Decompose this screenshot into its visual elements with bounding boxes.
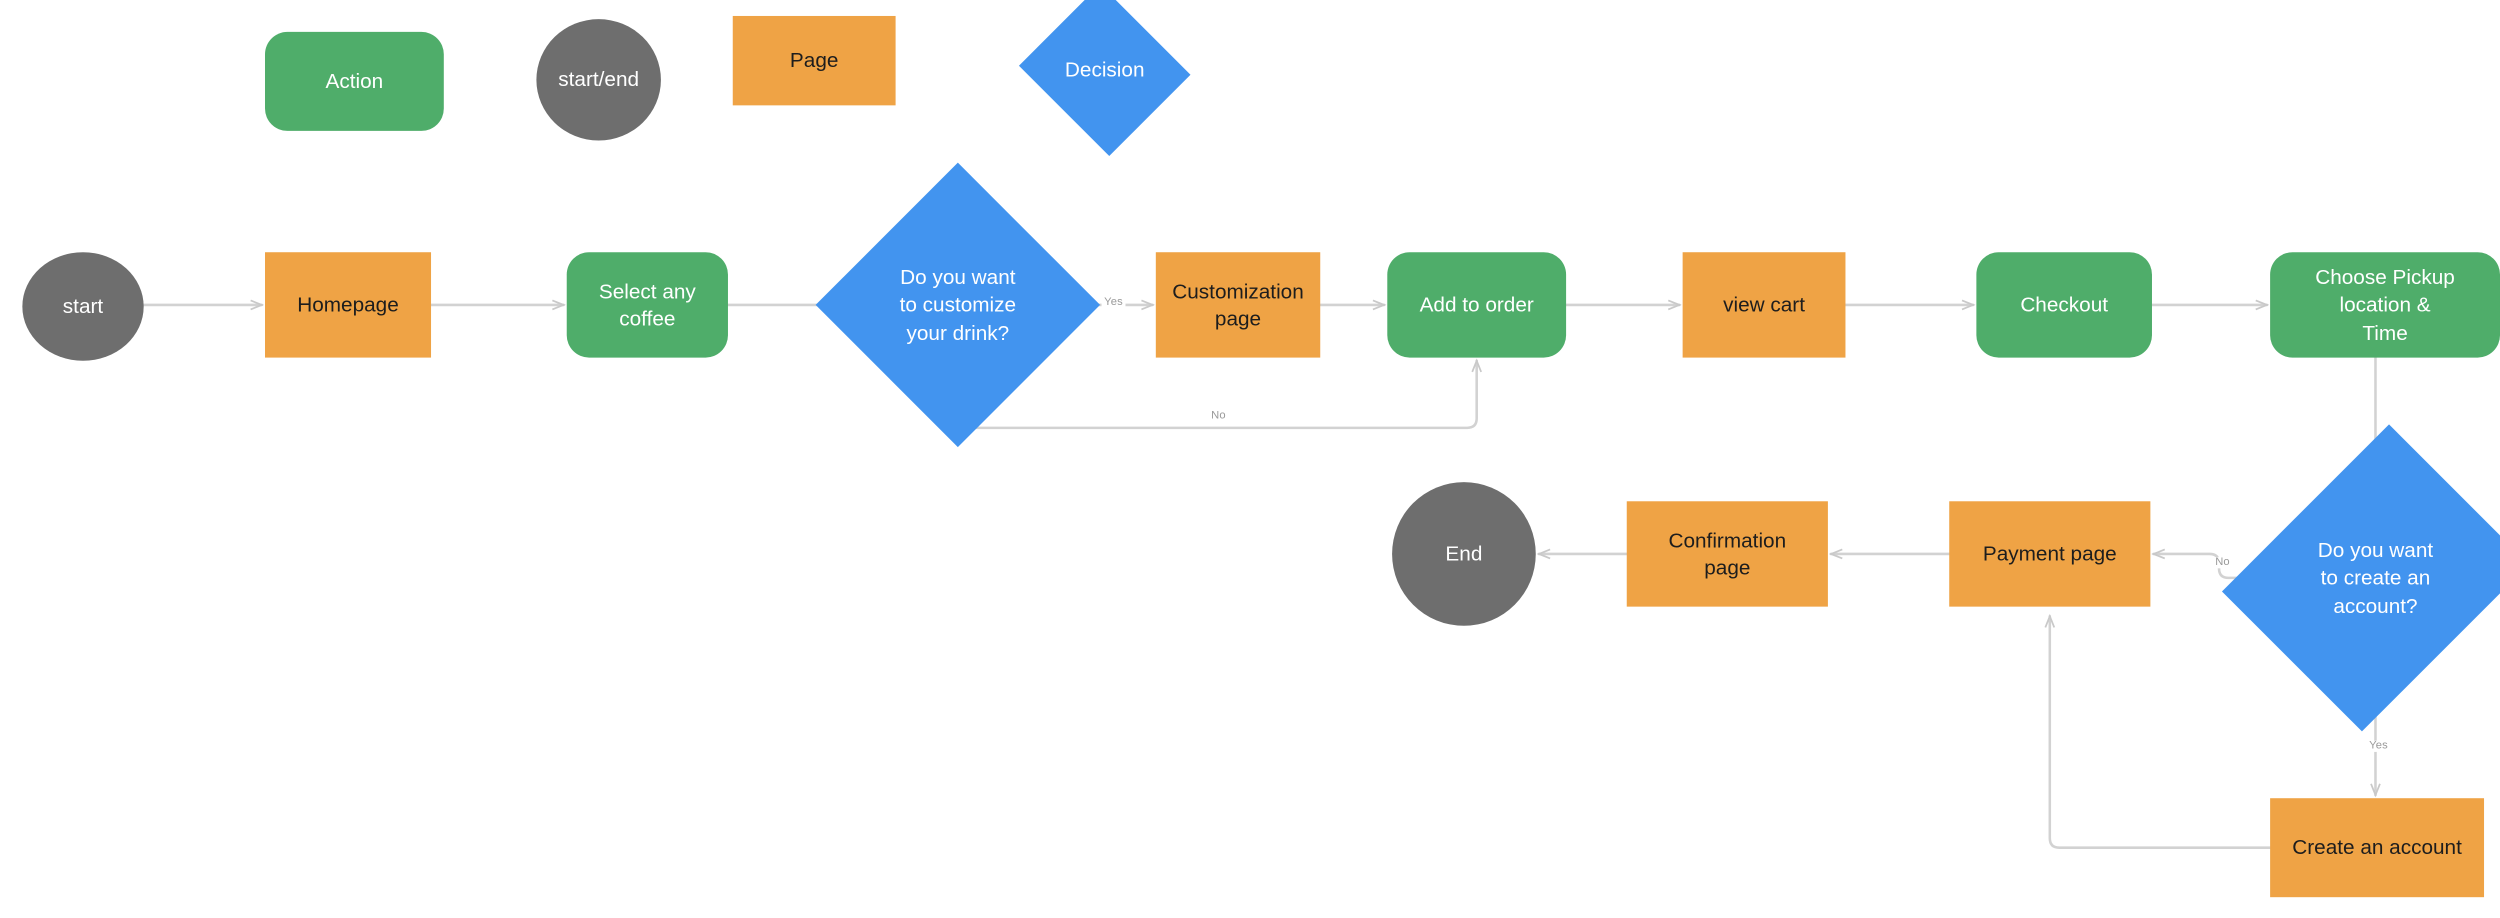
legend-item-page-label: Page xyxy=(789,48,839,73)
node-homepage[interactable]: Homepage xyxy=(265,252,432,358)
legend-item-action[interactable]: Action xyxy=(265,31,444,131)
node-checkout[interactable]: Checkout xyxy=(1976,252,2152,358)
node-decision-customize[interactable]: Do you want to customize your drink? xyxy=(815,162,1101,448)
node-checkout-label: Checkout xyxy=(2020,292,2109,317)
node-view-cart[interactable]: view cart xyxy=(1682,252,1846,358)
node-view-cart-label: view cart xyxy=(1723,292,1805,317)
edge-label-yes-create-account: Yes xyxy=(2365,739,2392,752)
node-homepage-label: Homepage xyxy=(297,292,399,317)
node-add-to-order-label: Add to order xyxy=(1419,292,1534,317)
node-decision-create-account-label: Do you want to create an account? xyxy=(2317,538,2434,618)
node-start[interactable]: start xyxy=(22,252,144,361)
node-choose-pickup[interactable]: Choose Pickup location & Time xyxy=(2270,252,2500,358)
node-decision-create-account[interactable]: Do you want to create an account? xyxy=(2221,424,2500,732)
node-start-label: start xyxy=(62,294,104,319)
legend-item-decision-label: Decision xyxy=(1064,58,1145,83)
edge-label-no-create-account: No xyxy=(2211,556,2233,569)
node-customization-page[interactable]: Customization page xyxy=(1155,252,1321,358)
node-create-an-account-label: Create an account xyxy=(2292,835,2462,860)
edge-label-yes-customize: Yes xyxy=(1100,296,1127,309)
legend-item-start-end-label: start/end xyxy=(558,67,640,92)
legend-item-decision[interactable]: Decision xyxy=(1018,0,1191,157)
legend-item-start-end[interactable]: start/end xyxy=(536,19,661,141)
edge-create-account-payment xyxy=(2050,616,2272,849)
node-payment-page[interactable]: Payment page xyxy=(1949,501,2151,607)
node-confirmation-page-label: Confirmation page xyxy=(1668,528,1787,580)
node-create-an-account[interactable]: Create an account xyxy=(2270,798,2485,898)
node-end[interactable]: End xyxy=(1392,482,1536,626)
node-choose-pickup-label: Choose Pickup location & Time xyxy=(2315,265,2455,345)
legend-item-action-label: Action xyxy=(325,69,384,94)
node-payment-page-label: Payment page xyxy=(1982,541,2117,566)
node-end-label: End xyxy=(1445,541,1483,566)
node-customization-page-label: Customization page xyxy=(1172,279,1304,331)
node-select-any-coffee-label: Select any coffee xyxy=(598,279,696,331)
node-confirmation-page[interactable]: Confirmation page xyxy=(1626,501,1828,607)
node-decision-customize-label: Do you want to customize your drink? xyxy=(899,265,1017,345)
edge-label-no-customize: No xyxy=(1207,410,1229,423)
node-add-to-order[interactable]: Add to order xyxy=(1387,252,1567,358)
legend-item-page[interactable]: Page xyxy=(732,15,896,106)
node-select-any-coffee[interactable]: Select any coffee xyxy=(566,252,728,358)
